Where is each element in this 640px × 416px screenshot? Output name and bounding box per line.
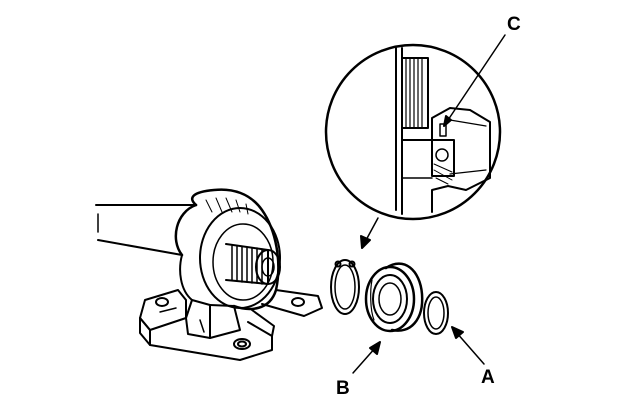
bearing-b [364,262,424,333]
leader-b [352,341,381,374]
splined-stub-shaft [225,243,281,285]
snap-ring [330,259,360,315]
ring-a [423,291,449,335]
label-b: B [336,378,350,399]
detail-magnifier [324,43,502,221]
label-c: C [507,14,521,35]
leader-magnifier [360,217,379,249]
mounting-bracket [139,289,323,361]
center-support-housing [174,188,281,311]
label-a: A [481,367,495,388]
driveshaft [95,204,197,256]
leader-a [451,326,485,365]
leader-c [443,34,506,127]
